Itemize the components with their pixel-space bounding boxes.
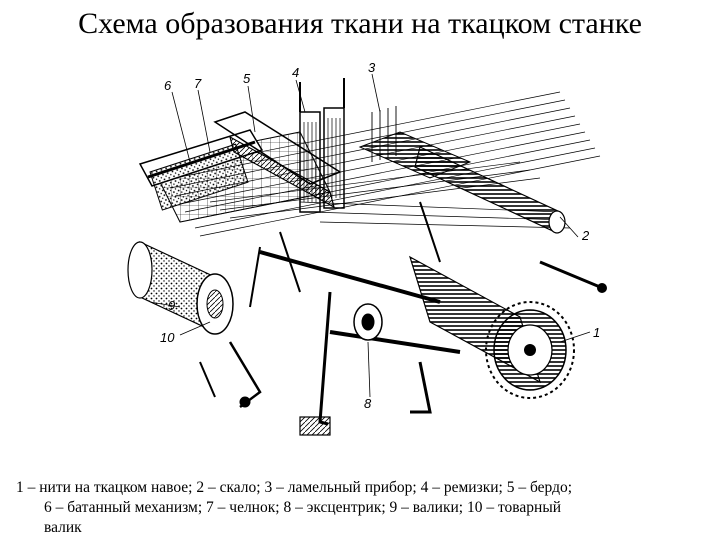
callout-8: 8 — [364, 396, 372, 411]
callout-5: 5 — [243, 71, 251, 86]
callout-2: 2 — [581, 228, 590, 243]
caption-line-3: валик — [44, 519, 82, 536]
callout-4: 4 — [292, 65, 299, 80]
back-rest-roller — [414, 146, 607, 293]
callout-6: 6 — [164, 78, 172, 93]
callout-leaders — [149, 73, 591, 398]
caption-line-2: 6 – батанный механизм; 7 – челнок; 8 – э… — [44, 499, 562, 516]
loom-frame — [249, 201, 441, 308]
loom-diagram: 6 7 5 4 3 2 1 8 9 10 — [127, 60, 607, 436]
warp-beam — [408, 255, 575, 399]
caption-line-1: 1 – нити на ткацком навое; 2 – скало; 3 … — [16, 479, 573, 496]
figure-caption: 1 – нити на ткацком навое; 2 – скало; 3 … — [16, 478, 712, 538]
callout-7: 7 — [194, 76, 202, 91]
callout-3: 3 — [368, 60, 376, 75]
heddle-frames — [299, 78, 345, 213]
page-title: Схема образования ткани на ткацком станк… — [78, 7, 642, 40]
callout-1: 1 — [593, 325, 600, 340]
rollers — [127, 241, 234, 335]
callout-9: 9 — [168, 298, 175, 313]
callout-10: 10 — [160, 330, 175, 345]
callout-labels: 6 7 5 4 3 2 1 8 9 10 — [160, 60, 600, 411]
